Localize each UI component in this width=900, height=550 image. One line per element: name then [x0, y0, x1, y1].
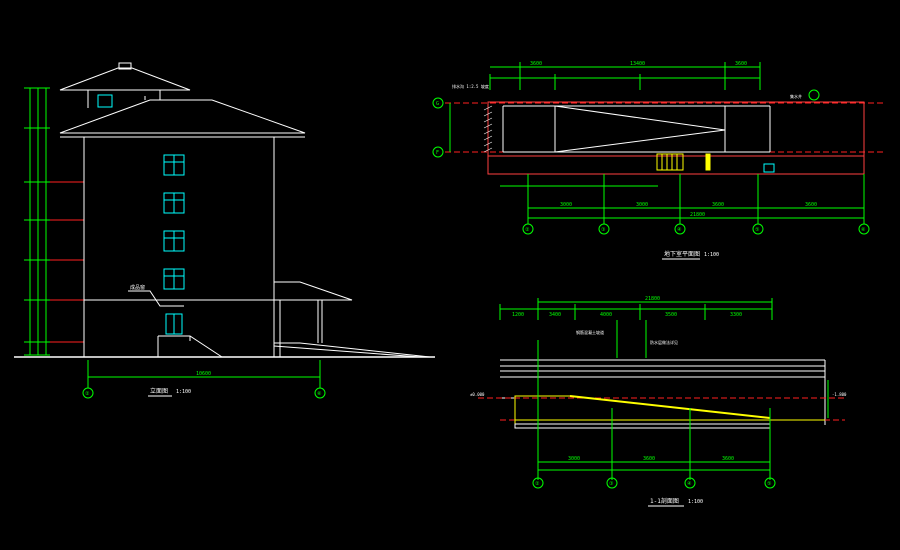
section-top-dim-5: 3300 — [730, 312, 742, 318]
plan-axis-label-2: ② — [525, 227, 530, 233]
section-top-dimensions — [499, 298, 773, 358]
plan-outline — [487, 101, 865, 175]
elevation-callout-leader — [128, 290, 184, 307]
plan-axis-bubble-4 — [674, 223, 686, 235]
plan-axis-label-3: ③ — [601, 227, 606, 233]
elevation-overall-dim: 10600 — [196, 371, 211, 377]
section-axis-label-5: ⑤ — [767, 481, 772, 487]
elevation-chimney — [118, 62, 132, 70]
plan-scale: 1:100 — [704, 252, 719, 258]
section-axis-label-3: ③ — [609, 481, 614, 487]
plan-bottom-dim-4: 3600 — [805, 202, 817, 208]
section-top-dim-3: 4000 — [600, 312, 612, 318]
section-scale: 1:100 — [688, 499, 703, 505]
section-top-dim-2: 3400 — [549, 312, 561, 318]
elevation-axis-right-label: ⑥ — [317, 391, 322, 397]
section-axis-label-4: ④ — [687, 481, 692, 487]
plan-bottom-dimensions — [500, 174, 865, 224]
section-overall-top-dim: 21800 — [645, 296, 660, 302]
section-view — [478, 298, 845, 489]
section-slabs — [500, 359, 826, 425]
plan-bottom-dim-3: 3600 — [712, 202, 724, 208]
plan-row-bubble-f — [432, 146, 444, 158]
plan-row-label-f: F — [436, 150, 439, 156]
section-bottom-dimensions — [538, 461, 770, 471]
elevation-main-roof — [59, 99, 306, 134]
section-text: 21800 1200 3400 4000 3500 3300 3000 3600… — [470, 296, 847, 505]
plan-row-bubble-g — [432, 97, 444, 109]
plan-top-dimensions — [489, 62, 761, 90]
plan-axis-bubble-3 — [598, 223, 610, 235]
elevation-ramp — [274, 342, 431, 358]
section-top-dim-4: 3500 — [665, 312, 677, 318]
plan-ramp-hatch — [483, 105, 493, 153]
section-foundation — [514, 423, 771, 429]
section-note-waterproof: 防水层做法详见 — [650, 339, 678, 345]
plan-sump-pit — [763, 163, 775, 173]
elevation-scale: 1:100 — [176, 389, 191, 395]
plan-axis-label-5: ⑤ — [755, 227, 760, 233]
elevation-height-dimensions — [24, 87, 50, 356]
plan-axis-label-6: ⑥ — [861, 227, 866, 233]
elevation-axis-bubble-left — [82, 387, 94, 399]
plan-axis-bubble-6 — [858, 223, 870, 235]
plan-stair — [656, 153, 711, 171]
section-bottom-dim-1: 3000 — [568, 456, 580, 462]
elevation-text: ② ⑥ 10600 成品窗 立面图 1:100 — [85, 284, 322, 397]
section-bottom-dim-3: 3600 — [722, 456, 734, 462]
plan-bottom-dim-1: 3000 — [560, 202, 572, 208]
section-title: 1-1剖面图 — [650, 497, 679, 505]
elevation-view — [14, 62, 435, 399]
elevation-level-marks — [50, 181, 84, 343]
plan-grid-axes — [445, 102, 885, 153]
section-axis-bubble-3 — [606, 477, 618, 489]
section-level-top: ±0.000 — [470, 392, 485, 397]
plan-top-dim-1: 3600 — [530, 61, 542, 67]
plan-title: 地下室平面图 — [664, 250, 700, 258]
plan-top-dim-3: 3600 — [735, 61, 747, 67]
elevation-title: 立面图 — [150, 387, 168, 395]
plan-axis-bubble-2 — [522, 223, 534, 235]
plan-text: 3600 13400 3600 G F 3000 3000 3600 3600 … — [436, 61, 866, 258]
plan-section-mark — [808, 89, 820, 101]
section-top-dim-1: 1200 — [512, 312, 524, 318]
plan-view — [432, 62, 885, 235]
plan-inner-walls — [502, 105, 771, 153]
section-axis-bubble-5 — [764, 477, 776, 489]
section-axis-lines — [478, 397, 845, 421]
plan-axis-label-4: ④ — [677, 227, 682, 233]
section-axis-label-2: ② — [535, 481, 540, 487]
elevation-main-wall — [83, 136, 275, 358]
plan-note-drain: 排水沟 1:2.5 坡度 — [452, 83, 489, 89]
section-level-bottom: -1.800 — [832, 392, 847, 397]
section-note-ramp: 钢筋混凝土坡道 — [576, 329, 604, 335]
elevation-callout-text: 成品窗 — [130, 284, 145, 291]
elevation-bottom-dimension — [87, 360, 321, 388]
elevation-axis-bubble-right — [314, 387, 326, 399]
section-axis-bubble-2 — [532, 477, 544, 489]
plan-bottom-dim-2: 3000 — [636, 202, 648, 208]
elevation-top-window — [97, 94, 113, 108]
plan-overall-dim: 21800 — [690, 212, 705, 218]
elevation-annex-roof — [273, 281, 353, 301]
elevation-axis-left-label: ② — [85, 391, 90, 397]
plan-axis-bubble-5 — [752, 223, 764, 235]
elevation-top-roof — [59, 67, 191, 91]
section-bottom-dim-2: 3600 — [643, 456, 655, 462]
elevation-windows — [163, 154, 185, 335]
plan-top-dim-2: 13400 — [630, 61, 645, 67]
section-axis-bubble-4 — [684, 477, 696, 489]
plan-note-sump: 集水井 — [790, 93, 802, 99]
plan-row-label-g: G — [436, 101, 439, 107]
